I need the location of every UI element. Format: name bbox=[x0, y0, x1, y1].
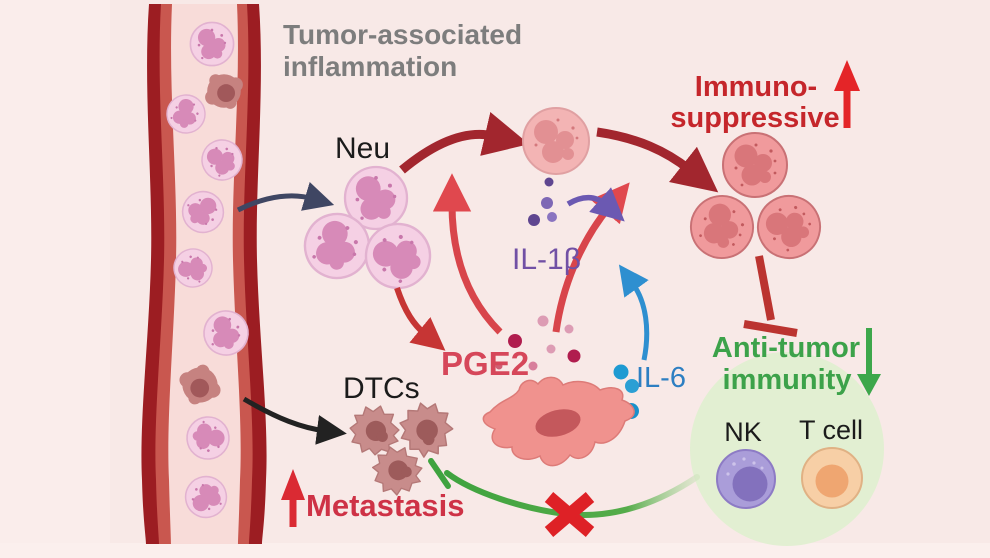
title-line1: Tumor-associated bbox=[283, 19, 522, 50]
blood-vessel bbox=[141, 4, 267, 544]
immunosuppressive-label-line2: suppressive bbox=[670, 102, 839, 134]
nk-label: NK bbox=[724, 417, 762, 447]
immunosuppressive-label-line1: Immuno- bbox=[695, 71, 817, 103]
neu-to-activated-arrow bbox=[399, 112, 530, 174]
background-left-band bbox=[0, 0, 110, 558]
immunosuppressive-cell bbox=[722, 132, 788, 198]
immunosuppressive-up-arrow bbox=[834, 60, 860, 128]
metastasis-label: Metastasis bbox=[306, 488, 465, 523]
t-cell bbox=[801, 447, 863, 509]
activated-neutrophil-cell bbox=[522, 107, 590, 175]
neutrophil-in-vessel bbox=[189, 21, 235, 67]
neu-label: Neu bbox=[335, 132, 390, 165]
antitumor-label-line2: immunity bbox=[723, 364, 852, 396]
background-bottom-band bbox=[0, 543, 990, 558]
feedback-up-arrow-left bbox=[432, 173, 503, 335]
metastasis-up-arrow bbox=[281, 469, 305, 527]
il1b-arrow bbox=[566, 187, 625, 222]
antitumor-down-arrow bbox=[857, 328, 881, 396]
neutrophil-egress-arrow bbox=[236, 182, 335, 213]
pge2-label: PGE2 bbox=[441, 345, 529, 382]
il6-arrow bbox=[618, 264, 650, 361]
il1b-label: IL-1β bbox=[512, 243, 581, 276]
neu-to-pge2-arrow bbox=[394, 287, 446, 351]
il1b-dots bbox=[528, 177, 557, 226]
activated-to-suppressive-arrow bbox=[596, 127, 719, 193]
il6-label: IL-6 bbox=[636, 362, 686, 394]
pge2-dots bbox=[495, 315, 581, 391]
nk-cell bbox=[716, 449, 776, 509]
fibroblast-cell bbox=[482, 376, 635, 467]
dtc-egress-arrow bbox=[242, 396, 347, 445]
blocked-x-icon bbox=[544, 492, 595, 537]
tcell-label: T cell bbox=[799, 415, 863, 445]
dtcs-label: DTCs bbox=[343, 372, 420, 405]
suppression-inhibit-bar bbox=[743, 255, 798, 337]
title-line2: inflammation bbox=[283, 51, 457, 82]
antitumor-label-line1: Anti-tumor bbox=[712, 332, 860, 364]
